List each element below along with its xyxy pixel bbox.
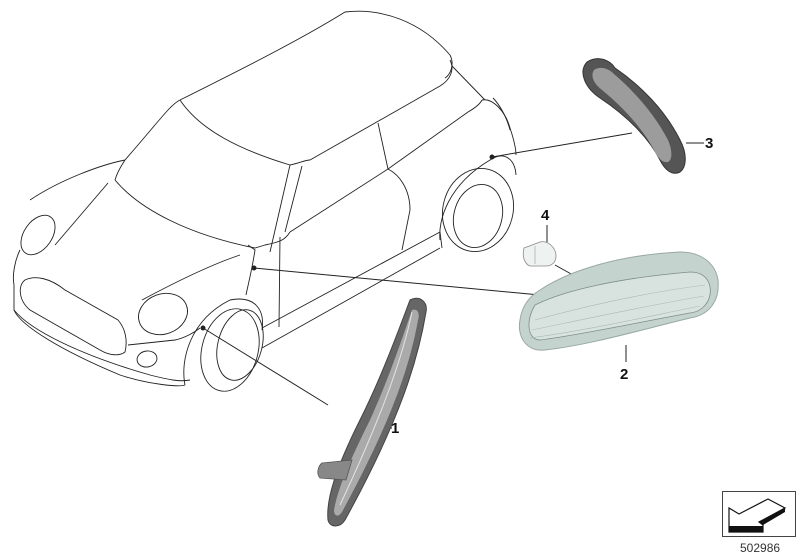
part-3-rear-marker[interactable] xyxy=(582,58,686,174)
part-2-indicator-lens[interactable] xyxy=(518,251,719,351)
back-navigation-button[interactable] xyxy=(722,491,796,537)
leader-lines xyxy=(200,132,704,429)
part-1-fender-marker[interactable] xyxy=(317,297,427,527)
arrow-back-icon xyxy=(728,498,787,533)
car-outline xyxy=(12,10,517,392)
callout-1[interactable]: 1 xyxy=(391,420,400,437)
diagram-number: 502986 xyxy=(740,541,781,555)
callout-4[interactable]: 4 xyxy=(541,207,550,224)
callout-3[interactable]: 3 xyxy=(705,135,714,152)
callout-2[interactable]: 2 xyxy=(620,366,629,383)
part-4-bulb[interactable] xyxy=(522,241,557,267)
